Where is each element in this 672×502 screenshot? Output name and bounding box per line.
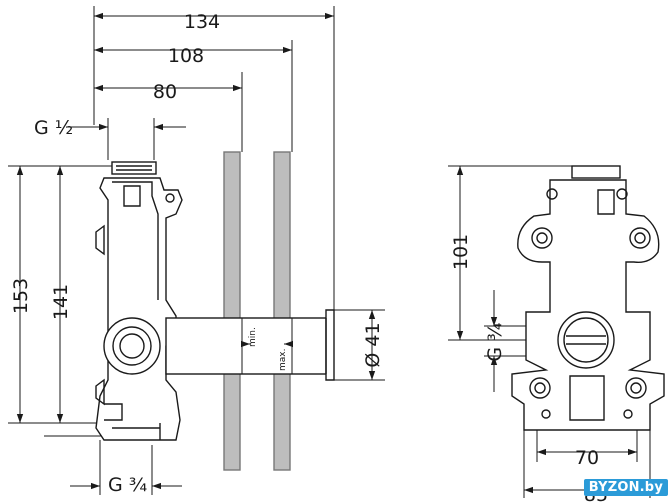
watermark-badge: BYZON.by <box>583 479 668 496</box>
dim-153-label: 153 <box>10 278 32 314</box>
pipe-sleeve <box>165 309 335 381</box>
dim-141-label: 141 <box>50 284 72 320</box>
side-view <box>8 6 385 495</box>
dim-108-label: 108 <box>168 45 204 67</box>
thread-bottom-label: G ¾ <box>108 474 147 496</box>
thread-side-label: G ¾ <box>484 322 506 361</box>
valve-body-front <box>511 165 665 431</box>
wall-panel-min <box>223 151 241 471</box>
max-label: max. <box>278 349 288 371</box>
min-label: min. <box>248 327 258 347</box>
front-view <box>448 165 665 498</box>
valve-body-side <box>95 161 183 441</box>
extension-lines <box>8 6 385 495</box>
dim-80-label: 80 <box>153 81 177 103</box>
dim-101-label: 101 <box>450 234 472 270</box>
diameter-label: Ø 41 <box>362 322 384 367</box>
dim-70-label: 70 <box>575 447 599 469</box>
thread-top-label: G ½ <box>34 117 73 139</box>
wall-panel-max <box>273 151 291 471</box>
dim-134-label: 134 <box>184 11 220 33</box>
